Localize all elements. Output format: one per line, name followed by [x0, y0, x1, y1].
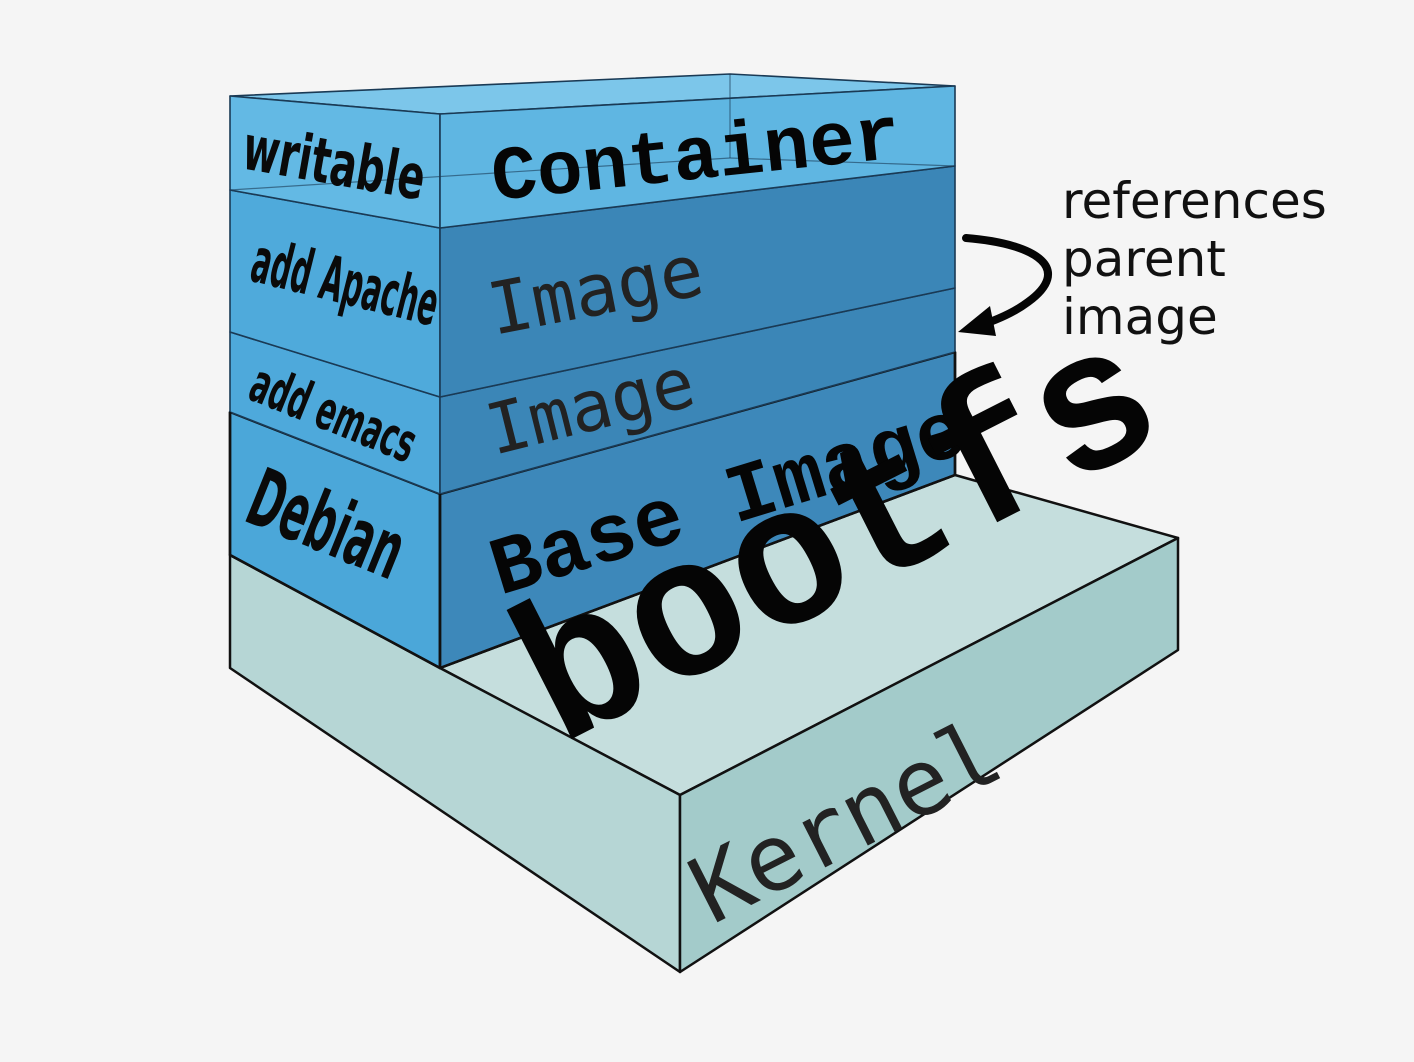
kernel-front-face: [678, 536, 1180, 974]
apache-layer: [229, 165, 956, 398]
kernel-slab: [228, 473, 1180, 974]
annotation-line-3: image: [1062, 288, 1218, 346]
annotation-line-1: references: [1062, 172, 1327, 230]
annotation-line-2: parent: [1062, 230, 1226, 288]
container-layer: [229, 73, 956, 229]
reference-arrow-icon: [958, 234, 1052, 336]
